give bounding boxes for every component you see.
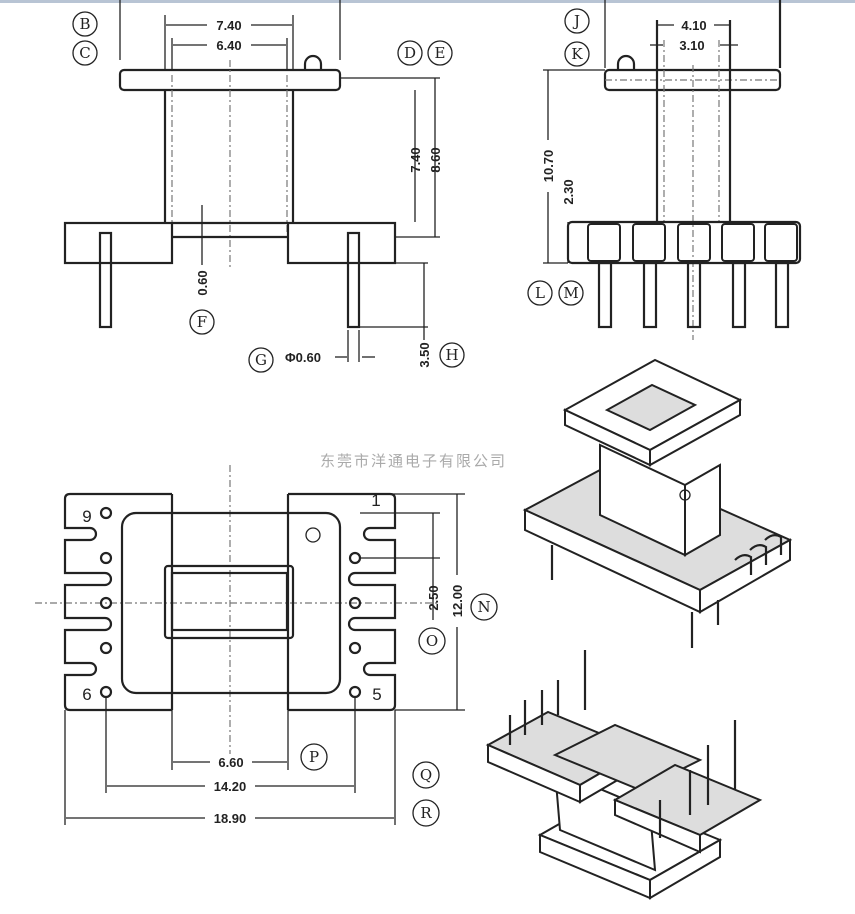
label-h: H xyxy=(439,342,465,368)
dim-front-base-gap: 0.60 xyxy=(195,270,210,295)
dim-front-height-outer: 8.60 xyxy=(428,147,443,172)
label-k: K xyxy=(564,41,590,67)
label-l: L xyxy=(527,280,553,306)
dim-window-width: 6.60 xyxy=(218,755,243,770)
label-g: G xyxy=(248,347,274,373)
dim-side-base-height: 2.30 xyxy=(561,179,576,204)
label-o: O xyxy=(418,627,446,655)
dim-side-width-outer: 4.10 xyxy=(681,18,706,33)
dim-front-width-inner: 6.40 xyxy=(216,38,241,53)
svg-text:L: L xyxy=(535,284,545,302)
svg-text:P: P xyxy=(309,748,319,766)
label-p: P xyxy=(300,743,328,771)
label-f: F xyxy=(189,309,215,335)
dim-overall-width: 18.90 xyxy=(214,811,247,826)
dim-front-pin-diameter: Φ0.60 xyxy=(285,350,321,365)
svg-text:C: C xyxy=(79,44,90,62)
svg-text:R: R xyxy=(420,804,432,822)
label-n: N xyxy=(470,593,498,621)
dim-pin-row-span: 14.20 xyxy=(214,779,247,794)
svg-text:G: G xyxy=(255,351,267,369)
front-view: 7.40 6.40 7.40 8.60 0.60 3.50 Φ0.60 B C … xyxy=(63,0,465,373)
isometric-view-bottom xyxy=(485,650,763,900)
pin-number-1: 1 xyxy=(371,491,380,510)
svg-text:M: M xyxy=(563,284,578,302)
top-border xyxy=(0,0,855,3)
svg-text:F: F xyxy=(197,313,207,331)
svg-text:E: E xyxy=(435,44,446,62)
dim-overall-depth: 12.00 xyxy=(450,585,465,618)
dim-front-width-outer: 7.40 xyxy=(216,18,241,33)
dim-side-width-inner: 3.10 xyxy=(679,38,704,53)
dim-side-total-height: 10.70 xyxy=(541,150,556,183)
label-d: D xyxy=(397,40,423,66)
isometric-view-top xyxy=(522,358,793,648)
svg-text:J: J xyxy=(572,12,580,30)
svg-text:O: O xyxy=(426,632,438,650)
bottom-view: 9 6 1 5 6.60 14.20 18.90 2.50 12.00 N O … xyxy=(35,465,498,827)
label-b: B xyxy=(72,11,98,37)
side-view: 4.10 3.10 10.70 2.30 J K L M xyxy=(527,0,802,340)
label-r: R xyxy=(412,799,440,827)
pin-number-9: 9 xyxy=(82,507,91,526)
label-c: C xyxy=(72,40,98,66)
svg-text:D: D xyxy=(404,44,416,62)
dim-front-height-inner: 7.40 xyxy=(408,147,423,172)
label-j: J xyxy=(564,8,590,34)
dim-front-pin-length: 3.50 xyxy=(417,342,432,367)
label-e: E xyxy=(427,40,453,66)
label-m: M xyxy=(558,280,584,306)
svg-text:N: N xyxy=(477,598,490,616)
watermark: 东莞市洋通电子有限公司 xyxy=(320,452,507,470)
pin-number-6: 6 xyxy=(82,685,91,704)
pin-number-5: 5 xyxy=(372,685,381,704)
label-q: Q xyxy=(412,761,440,789)
svg-text:Q: Q xyxy=(420,766,432,784)
svg-text:B: B xyxy=(79,15,90,33)
svg-text:H: H xyxy=(445,346,458,364)
dim-pin-pitch: 2.50 xyxy=(426,585,441,610)
svg-text:K: K xyxy=(571,45,583,63)
